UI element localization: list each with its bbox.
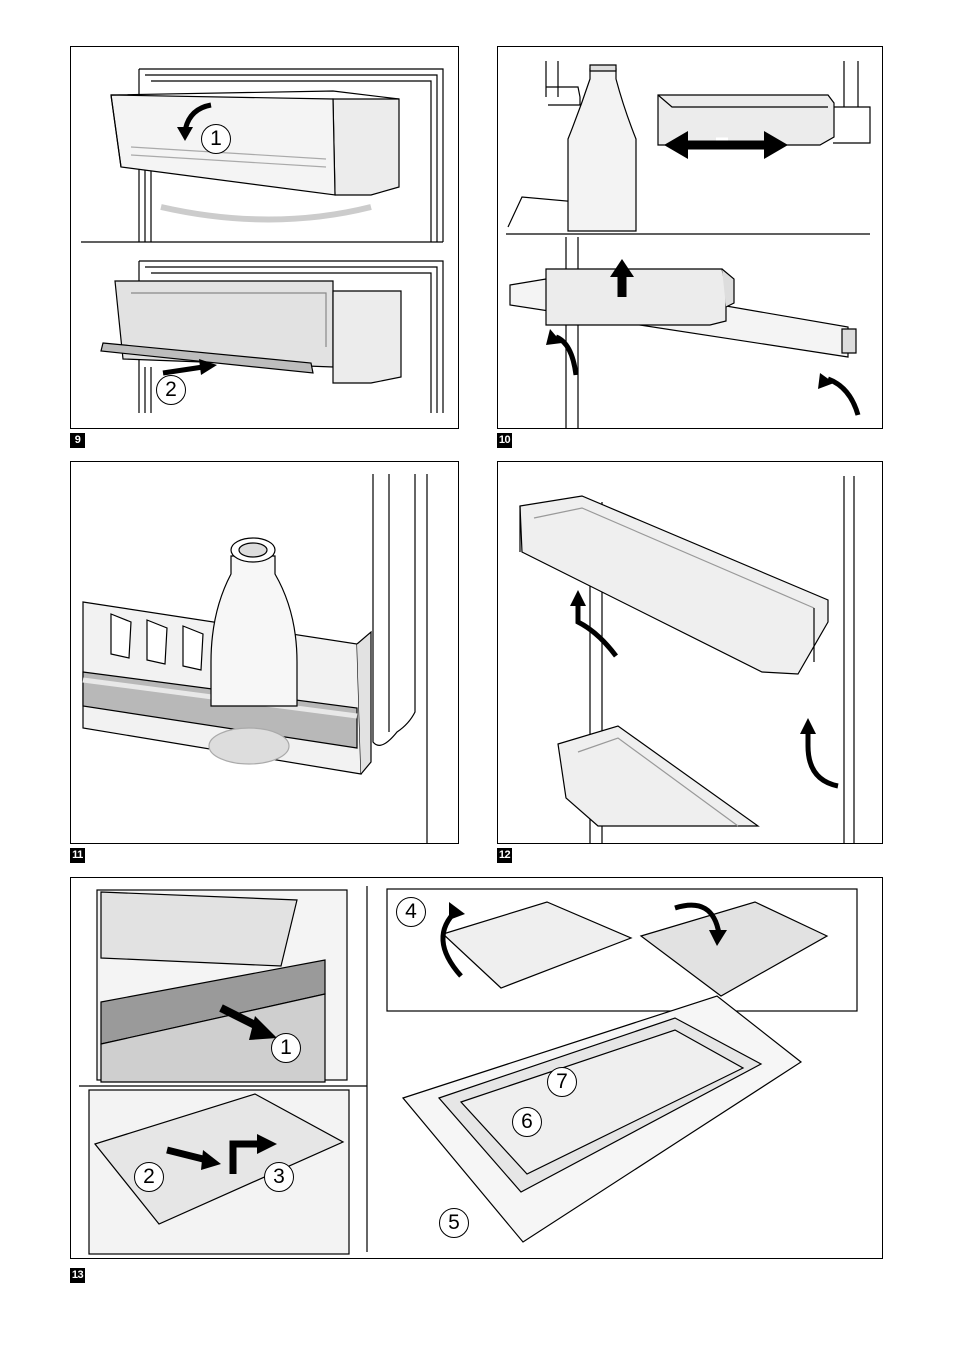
step-marker-5: 5 bbox=[439, 1208, 469, 1238]
glass-shelf bbox=[89, 1090, 349, 1254]
door-rail-bottom bbox=[510, 237, 856, 429]
figure-13-panel: 1 2 3 4 5 6 7 bbox=[70, 877, 883, 1259]
step-marker-2: 2 bbox=[134, 1162, 164, 1192]
door-bin-top bbox=[111, 91, 399, 220]
shelf-assembly bbox=[403, 996, 801, 1242]
shelf-rotate bbox=[443, 902, 827, 996]
figure-10-illustration bbox=[498, 47, 883, 429]
figure-9-panel: 1 2 bbox=[70, 46, 459, 429]
figure-10-panel bbox=[497, 46, 883, 429]
shelf-slide-out bbox=[97, 890, 347, 1082]
door-edge bbox=[373, 474, 427, 844]
door-bin-upper bbox=[520, 496, 828, 674]
figure-11-illustration bbox=[71, 462, 459, 844]
door-bin-lower bbox=[558, 726, 758, 826]
step-marker-4: 4 bbox=[396, 897, 426, 927]
step-marker-1: 1 bbox=[201, 124, 231, 154]
step-marker-3: 3 bbox=[264, 1162, 294, 1192]
figure-12-illustration bbox=[498, 462, 883, 844]
figure-number-11: 11 bbox=[70, 848, 85, 863]
step-marker-7: 7 bbox=[547, 1067, 577, 1097]
straight-arrow-icon bbox=[163, 367, 203, 373]
figure-13-illustration bbox=[71, 878, 883, 1259]
curved-up-arrow-icon bbox=[578, 602, 616, 656]
figure-number-9: 9 bbox=[70, 433, 85, 448]
step-marker-6: 6 bbox=[512, 1107, 542, 1137]
figure-11-panel bbox=[70, 461, 459, 844]
figure-9-illustration bbox=[71, 47, 459, 429]
figure-12-panel bbox=[497, 461, 883, 844]
step-marker-2: 2 bbox=[156, 375, 186, 405]
figure-number-10: 10 bbox=[497, 433, 512, 448]
step-marker-1: 1 bbox=[271, 1033, 301, 1063]
door-bin-small-bottom bbox=[546, 269, 734, 325]
figure-number-12: 12 bbox=[497, 848, 512, 863]
figure-number-13: 13 bbox=[70, 1268, 85, 1283]
